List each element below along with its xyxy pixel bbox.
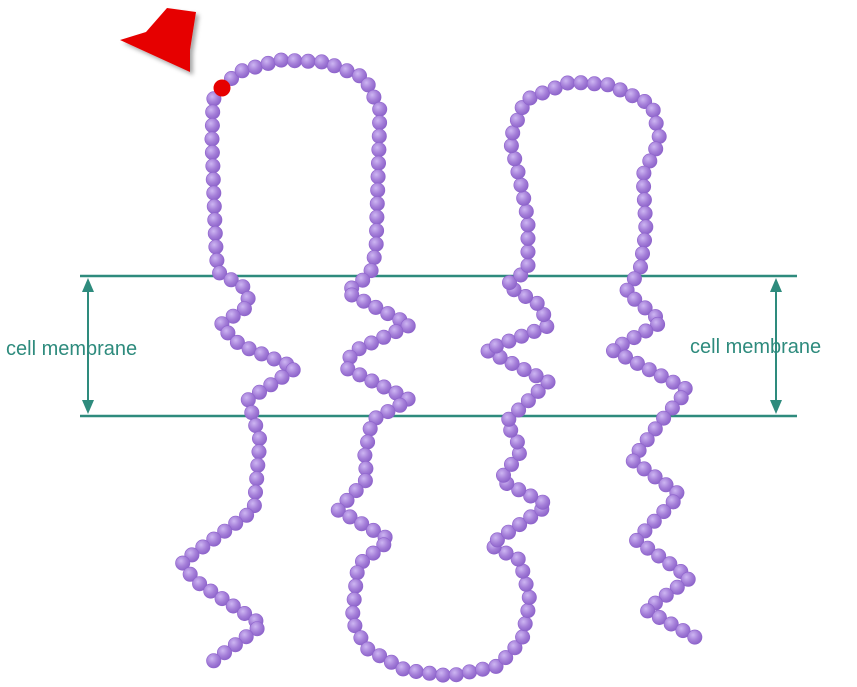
amino-acid-bead: [518, 617, 532, 631]
amino-acid-bead: [363, 422, 377, 436]
amino-acid-bead: [360, 435, 374, 449]
amino-acid-bead: [370, 210, 384, 224]
amino-acid-bead: [635, 246, 649, 260]
amino-acid-bead: [521, 231, 535, 245]
amino-acid-bead: [208, 213, 222, 227]
amino-acid-bead: [396, 662, 410, 676]
amino-acid-bead: [205, 132, 219, 146]
amino-acid-bead: [519, 577, 533, 591]
amino-acid-bead: [327, 59, 341, 73]
amino-acid-bead: [207, 654, 221, 668]
amino-acid-bead: [637, 193, 651, 207]
amino-acid-bead: [560, 76, 574, 90]
amino-acid-bead: [476, 662, 490, 676]
amino-acid-bead: [274, 53, 288, 67]
amino-acid-bead: [370, 197, 384, 211]
amino-acid-bead: [372, 143, 386, 157]
amino-acid-bead: [422, 666, 436, 680]
amino-acid-bead: [510, 113, 524, 127]
amino-acid-bead: [250, 472, 264, 486]
amino-acid-bead: [514, 329, 528, 343]
amino-acid-bead: [245, 405, 259, 419]
amino-acid-bead: [371, 183, 385, 197]
amino-acid-bead: [373, 102, 387, 116]
amino-acid-bead: [462, 665, 476, 679]
amino-acid-bead: [350, 566, 364, 580]
amino-acid-bead: [574, 76, 588, 90]
amino-acid-bead: [522, 590, 536, 604]
amino-acid-bead: [688, 630, 702, 644]
amino-acid-bead: [248, 485, 262, 499]
red-arrow-icon: [120, 8, 196, 72]
amino-acid-bead: [504, 139, 518, 153]
amino-acid-bead: [535, 86, 549, 100]
amino-acid-bead: [527, 324, 541, 338]
amino-acid-bead: [506, 126, 520, 140]
amino-acid-bead: [521, 245, 535, 259]
amino-acid-bead: [209, 240, 223, 254]
amino-acid-bead: [349, 579, 363, 593]
amino-acid-bead: [646, 103, 660, 117]
amino-acid-bead: [517, 191, 531, 205]
amino-acid-bead: [206, 172, 220, 186]
amino-acid-bead: [369, 237, 383, 251]
membrane-label-right: cell membrane: [690, 337, 821, 357]
amino-acid-bead: [511, 165, 525, 179]
amino-acid-bead: [251, 458, 265, 472]
amino-acid-bead: [261, 56, 275, 70]
amino-acid-bead: [249, 418, 263, 432]
amino-acid-bead: [521, 218, 535, 232]
amino-acid-bead: [206, 159, 220, 173]
amino-acid-bead: [346, 606, 360, 620]
amino-acid-bead: [347, 592, 361, 606]
amino-acid-bead: [207, 199, 221, 213]
amino-acid-bead: [514, 178, 528, 192]
amino-acid-bead: [207, 186, 221, 200]
amino-acid-bead: [288, 54, 302, 68]
amino-acid-bead: [636, 179, 650, 193]
amino-acid-bead: [241, 393, 255, 407]
amino-acid-bead: [502, 334, 516, 348]
amino-acid-bead: [371, 170, 385, 184]
amino-acid-bead: [371, 156, 385, 170]
amino-acid-bead: [301, 54, 315, 68]
amino-acid-bead: [205, 145, 219, 159]
red-dot-icon: [214, 80, 231, 97]
amino-acid-bead: [587, 77, 601, 91]
membrane-label-left: cell membrane: [6, 339, 137, 359]
amino-acid-bead: [519, 204, 533, 218]
amino-acid-bead: [315, 55, 329, 69]
amino-acid-bead: [521, 603, 535, 617]
amino-acid-bead: [508, 152, 522, 166]
amino-acid-bead: [638, 206, 652, 220]
amino-acid-bead: [489, 339, 503, 353]
amino-acid-bead: [210, 253, 224, 267]
amino-acid-bead: [252, 431, 266, 445]
amino-acid-bead: [206, 105, 220, 119]
amino-acid-bead: [649, 116, 663, 130]
amino-acid-bead: [515, 630, 529, 644]
amino-acid-bead: [235, 64, 249, 78]
amino-acid-bead: [369, 224, 383, 238]
amino-acid-bead: [372, 129, 386, 143]
amino-acid-bead: [449, 668, 463, 682]
amino-acid-bead: [252, 445, 266, 459]
amino-acid-bead: [652, 129, 666, 143]
protein-chain: [176, 53, 703, 682]
amino-acid-bead: [208, 226, 222, 240]
amino-acid-bead: [637, 166, 651, 180]
amino-acid-bead: [521, 258, 535, 272]
amino-acid-bead: [372, 116, 386, 130]
amino-acid-bead: [639, 220, 653, 234]
amino-acid-bead: [248, 60, 262, 74]
amino-acid-bead: [409, 664, 423, 678]
amino-acid-bead: [358, 448, 372, 462]
amino-acid-bead: [367, 250, 381, 264]
amino-acid-bead: [205, 118, 219, 132]
amino-acid-bead: [436, 668, 450, 682]
amino-acid-bead: [637, 233, 651, 247]
